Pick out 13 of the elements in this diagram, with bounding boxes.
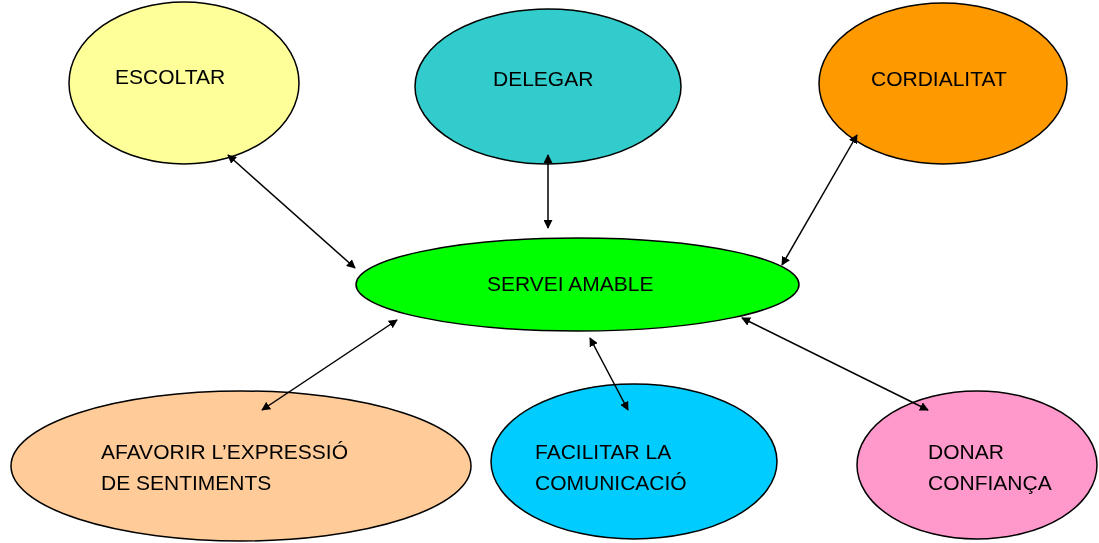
node-label: FACILITAR LA COMUNICACIÓ bbox=[535, 439, 688, 496]
double-arrow bbox=[227, 154, 356, 269]
node-label: AFAVORIR L’EXPRESSIÓ DE SENTIMENTS bbox=[101, 439, 350, 496]
node-label: CORDIALITAT bbox=[871, 66, 1008, 92]
node-label: DONAR CONFIANÇA bbox=[928, 439, 1053, 496]
double-arrow bbox=[589, 337, 629, 411]
double-arrow bbox=[781, 134, 858, 266]
double-arrow bbox=[741, 317, 929, 411]
node-label: DELEGAR bbox=[493, 66, 595, 92]
node-label: SERVEI AMABLE bbox=[487, 271, 655, 297]
double-arrow bbox=[543, 154, 553, 229]
node-label: ESCOLTAR bbox=[115, 64, 227, 90]
double-arrow bbox=[261, 319, 398, 411]
